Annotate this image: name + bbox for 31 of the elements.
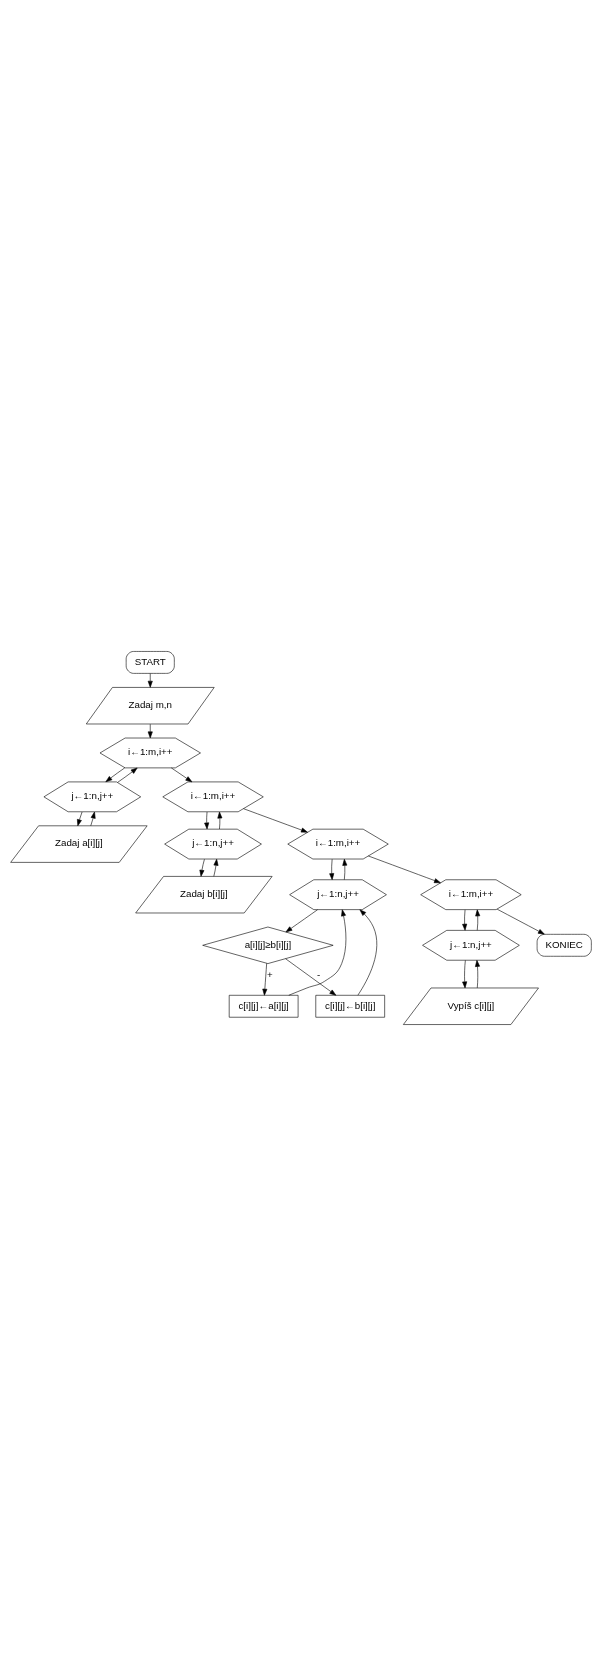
arrow (475, 909, 481, 931)
arrow (77, 811, 83, 827)
arrow (117, 767, 138, 783)
arrow (462, 909, 468, 931)
arrow (496, 908, 545, 935)
arrow (204, 811, 210, 830)
arrow (462, 960, 468, 989)
arrow (243, 808, 308, 833)
arrow (105, 767, 126, 783)
arrow (342, 858, 348, 880)
arrow (329, 858, 335, 880)
node-box: c[i][j]←a[i][j] (228, 995, 299, 1018)
arrow (475, 960, 480, 989)
edge-label: - (316, 969, 321, 981)
arrow (285, 958, 337, 996)
arrow (171, 767, 193, 783)
node-box: START (125, 651, 175, 674)
arrow (90, 811, 96, 827)
arrow (262, 963, 268, 996)
node-box: KONIEC (536, 934, 592, 957)
arrow (368, 855, 441, 884)
node-box: c[i][j]←b[i][j] (315, 995, 385, 1018)
arrow (147, 673, 153, 688)
edge-label: + (266, 969, 273, 981)
arrow (213, 858, 219, 877)
arrow (199, 858, 205, 877)
arrow (288, 909, 347, 996)
arrow (285, 909, 318, 933)
arrow (217, 811, 223, 830)
arrow (357, 909, 378, 996)
arrow (147, 723, 153, 739)
